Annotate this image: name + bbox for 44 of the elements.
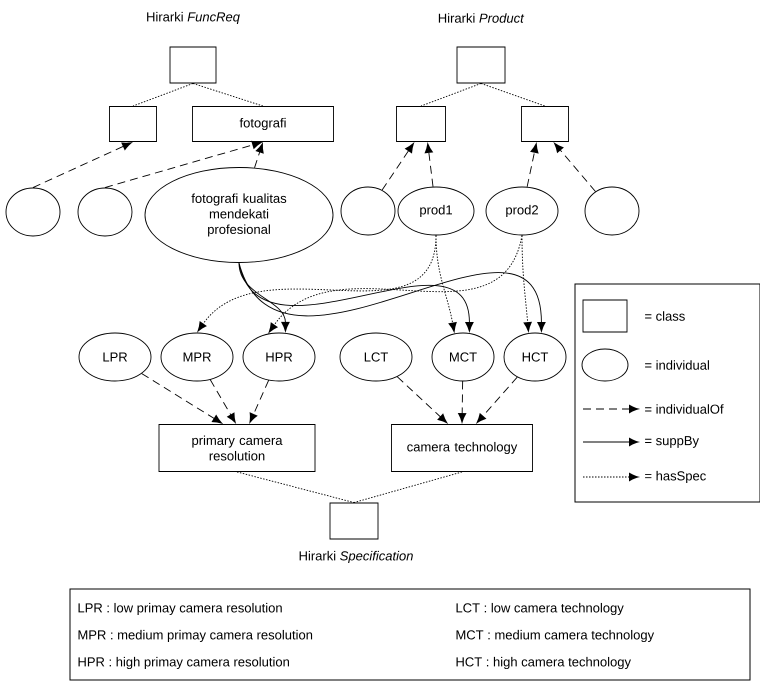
class-box — [170, 46, 216, 84]
abbreviation-note: MPR : medium primay camera resolution — [78, 630, 312, 642]
class-box: fotografi — [192, 106, 334, 142]
class-box — [396, 106, 446, 142]
individual-ellipse — [78, 188, 132, 236]
class-box — [109, 106, 157, 142]
arrow — [522, 235, 532, 332]
class-box — [521, 106, 569, 142]
arrow — [526, 143, 538, 188]
abbreviation-note: LPR : low primay camera resolution — [78, 602, 282, 616]
arrow — [210, 379, 236, 424]
class-box: primary camera resolution — [158, 424, 316, 472]
arrow — [254, 143, 264, 168]
arrow — [424, 143, 434, 188]
abbreviation-note: LCT : low camera technology — [456, 602, 624, 616]
legend-text: = class — [645, 311, 685, 321]
arrow — [554, 142, 596, 192]
arrow — [238, 262, 290, 332]
legend-text: = hasSpec — [645, 470, 706, 484]
legend-text: = individual — [645, 360, 709, 370]
hierarchy-title: Hirarki Product — [438, 13, 524, 23]
legend-text: = suppBy — [645, 436, 699, 448]
hierarchy-title: Hirarki FuncReq — [147, 12, 240, 24]
arrow — [238, 262, 546, 332]
arrow — [382, 142, 414, 190]
arrow — [458, 381, 466, 423]
arrow — [238, 262, 474, 332]
abbreviation-note: MCT : medium camera technology — [456, 630, 654, 642]
arrow — [104, 140, 262, 188]
arrow — [32, 142, 132, 188]
class-box — [330, 502, 378, 540]
legend-text: = individualOf — [645, 404, 724, 414]
class-box — [456, 46, 506, 84]
abbreviation-note: HCT : high camera technology — [456, 656, 631, 670]
arrow — [396, 376, 448, 424]
class-box: camera technology — [391, 424, 533, 472]
arrow — [141, 373, 222, 424]
individual-ellipse — [340, 186, 396, 236]
individual-ellipse — [584, 186, 640, 236]
arrow — [476, 376, 518, 424]
arrow — [249, 380, 270, 423]
individual-ellipse — [6, 188, 60, 236]
arrow — [436, 235, 457, 332]
abbreviation-note: HPR : high primay camera resolution — [78, 656, 289, 670]
